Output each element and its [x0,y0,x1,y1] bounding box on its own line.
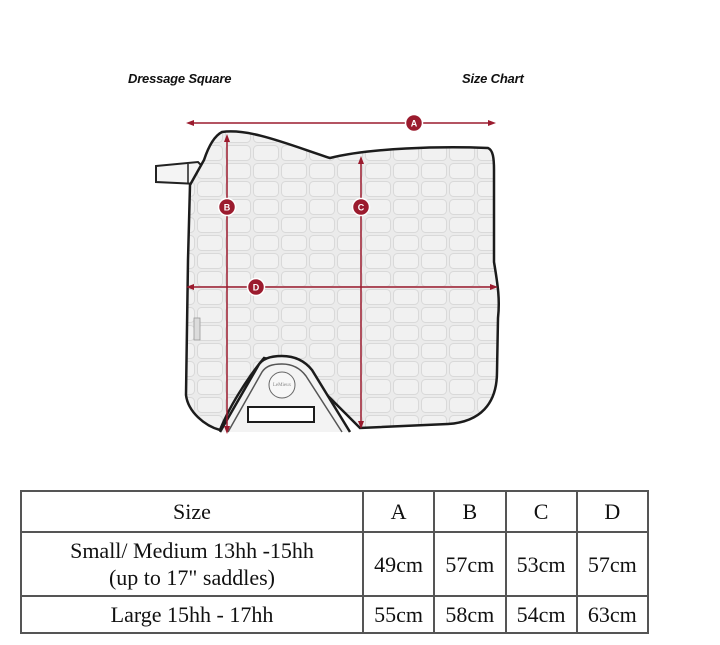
value-b: 57cm [433,531,507,597]
table-header-row: Size A B C D [20,490,650,533]
saddle-pad: LeMieux [184,130,501,433]
header-size: Size [20,490,364,533]
marker-c: C [351,197,371,217]
size-line: Small/ Medium 13hh -15hh [70,538,314,563]
value-a: 55cm [361,595,436,634]
value-a: 49cm [361,531,436,597]
size-cell: Large 15hh - 17hh [20,595,364,634]
value-d: 57cm [575,531,650,597]
header-a: A [361,490,436,533]
chart-title: Size Chart [462,71,524,86]
table-row: Large 15hh - 17hh 55cm 58cm 54cm 63cm [20,595,650,634]
table-row: Small/ Medium 13hh -15hh (up to 17" sadd… [20,531,650,597]
size-cell: Small/ Medium 13hh -15hh (up to 17" sadd… [20,531,364,597]
size-line: (up to 17" saddles) [108,565,275,590]
svg-text:C: C [358,203,365,213]
logo-text: LeMieux [273,383,292,388]
value-c: 53cm [504,531,578,597]
value-d: 63cm [575,595,650,634]
diagram-title: Dressage Square [128,71,232,86]
value-c: 54cm [504,595,578,634]
header-c: C [504,490,578,533]
header-b: B [433,490,507,533]
marker-a: A [404,113,424,133]
value-b: 58cm [433,595,507,634]
header-d: D [575,490,650,533]
size-chart-table: Size A B C D Small/ Medium 13hh -15hh (u… [20,490,650,634]
marker-b: B [217,197,237,217]
svg-text:D: D [253,283,260,293]
svg-text:B: B [224,203,231,213]
saddle-pad-diagram: LeMieux A B C D [155,113,501,434]
marker-d: D [246,277,266,297]
svg-text:A: A [411,119,418,129]
size-line: Large 15hh - 17hh [110,602,274,627]
